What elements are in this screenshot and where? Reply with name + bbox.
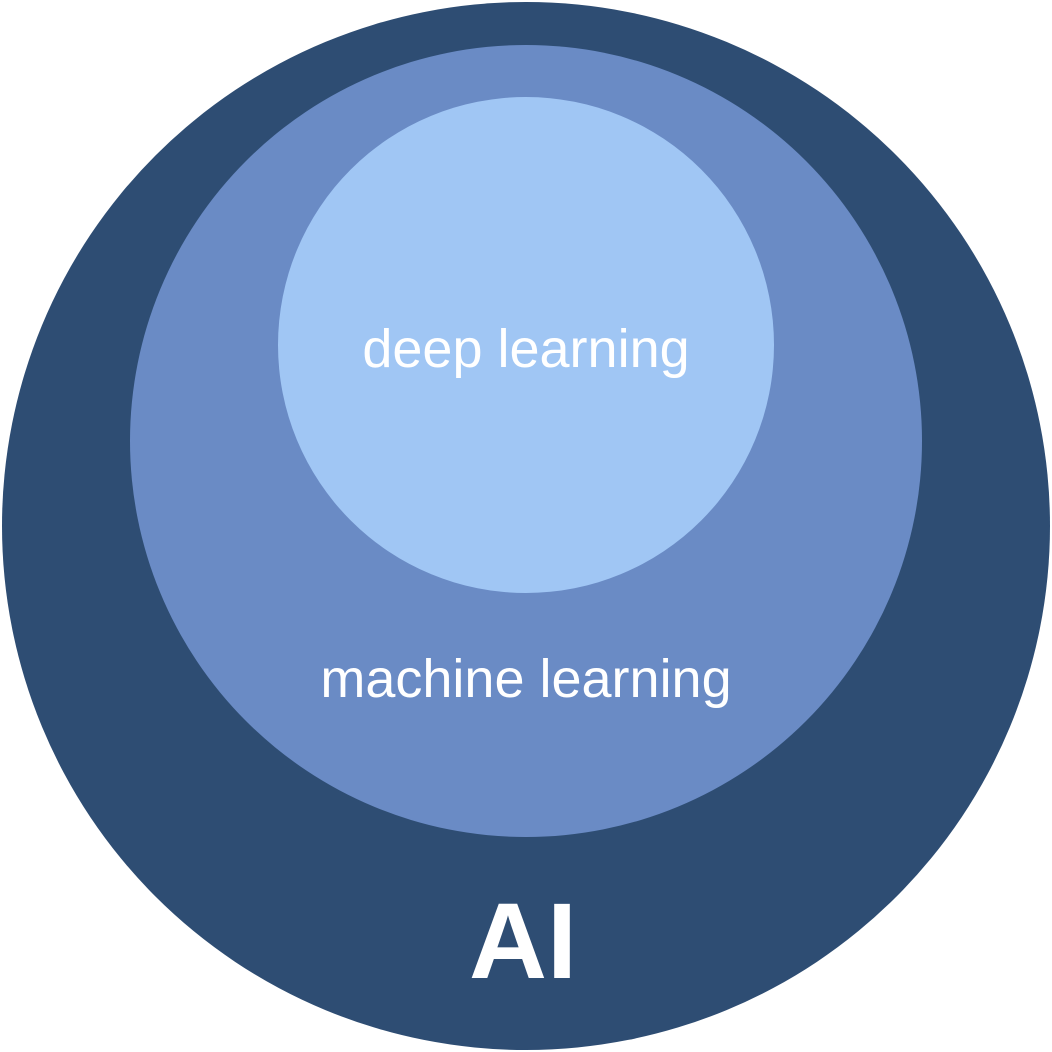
deep-learning-label: deep learning: [362, 319, 689, 379]
deep-learning-circle: [278, 97, 774, 593]
machine-learning-label: machine learning: [320, 649, 731, 709]
ai-label: AI: [469, 880, 577, 1001]
